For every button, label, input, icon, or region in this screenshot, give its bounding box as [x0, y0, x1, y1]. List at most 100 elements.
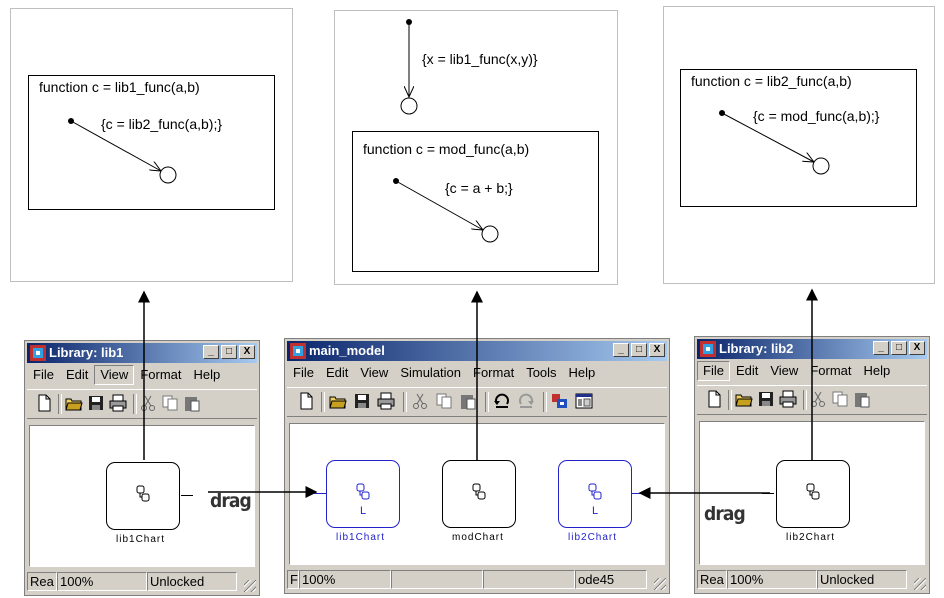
- copy-icon[interactable]: [435, 392, 453, 410]
- menu-file[interactable]: File: [33, 367, 54, 382]
- junction-circle: [159, 166, 177, 184]
- model-canvas[interactable]: lib1Chart: [29, 425, 255, 567]
- menu-format[interactable]: Format: [473, 365, 515, 380]
- cut-icon[interactable]: [411, 392, 429, 410]
- function-panel-lib2: function c = lib2_func(a,b) {c = mod_fun…: [663, 6, 935, 284]
- open-folder-icon[interactable]: [735, 390, 753, 408]
- status-bar: F 100% ode45: [287, 569, 667, 591]
- menu-help[interactable]: Help: [863, 363, 891, 378]
- status-bar: Rea 100% Unlocked: [697, 569, 927, 591]
- lock-status: Unlocked: [817, 570, 907, 589]
- lib1chart-link-block[interactable]: L: [326, 460, 400, 528]
- copy-icon[interactable]: [831, 390, 849, 408]
- menu-help[interactable]: Help: [568, 365, 596, 380]
- lib2chart-block[interactable]: [776, 460, 850, 528]
- function-box: function c = lib2_func(a,b) {c = mod_fun…: [680, 69, 917, 207]
- function-signature: function c = lib2_func(a,b): [691, 73, 852, 89]
- new-file-icon[interactable]: [35, 394, 53, 412]
- close-button[interactable]: X: [239, 345, 255, 359]
- cut-icon[interactable]: [809, 390, 827, 408]
- transition-arrow: [395, 180, 483, 230]
- stateflow-chart-icon: [472, 483, 486, 500]
- menu-edit[interactable]: Edit: [325, 365, 349, 380]
- drag-label-left: drag: [210, 490, 252, 512]
- new-file-icon[interactable]: [297, 392, 315, 410]
- resize-grip[interactable]: [914, 578, 926, 590]
- maximize-button[interactable]: □: [221, 345, 237, 359]
- print-icon[interactable]: [109, 394, 127, 412]
- output-port: [181, 495, 193, 496]
- zoom-level: 100%: [727, 570, 817, 589]
- block-name: lib2Chart: [786, 532, 836, 543]
- redo-icon[interactable]: [517, 392, 535, 410]
- menu-view[interactable]: View: [360, 365, 389, 380]
- minimize-button[interactable]: _: [873, 341, 889, 355]
- simulink-app-icon: [700, 341, 716, 357]
- save-icon[interactable]: [353, 392, 371, 410]
- menu-file[interactable]: File: [293, 365, 314, 380]
- maximize-button[interactable]: □: [631, 343, 647, 357]
- close-button[interactable]: X: [649, 343, 665, 357]
- print-icon[interactable]: [779, 390, 797, 408]
- resize-grip[interactable]: [654, 578, 666, 590]
- function-box: function c = lib1_func(a,b) {c = lib2_fu…: [28, 75, 275, 210]
- lib2chart-link-block[interactable]: L: [558, 460, 632, 528]
- open-folder-icon[interactable]: [329, 392, 347, 410]
- function-signature: function c = lib1_func(a,b): [39, 79, 200, 95]
- transition-label: {c = mod_func(a,b);}: [753, 108, 880, 124]
- function-panel-lib1: function c = lib1_func(a,b) {c = lib2_fu…: [10, 8, 293, 282]
- menu-tools[interactable]: Tools: [526, 365, 557, 380]
- drag-label-right: drag: [704, 503, 746, 525]
- copy-icon[interactable]: [161, 394, 179, 412]
- lock-status: Unlocked: [147, 572, 237, 591]
- print-icon[interactable]: [377, 392, 395, 410]
- menu-file[interactable]: File: [697, 361, 730, 381]
- function-box: function c = mod_func(a,b) {c = a + b;}: [352, 131, 599, 272]
- open-folder-icon[interactable]: [65, 394, 83, 412]
- menu-format[interactable]: Format: [810, 363, 852, 378]
- menu-format[interactable]: Format: [140, 367, 182, 382]
- lib1chart-block[interactable]: [106, 462, 180, 530]
- window-title: main_model: [309, 343, 385, 358]
- function-panel-mod: {x = lib1_func(x,y)} function c = mod_fu…: [334, 10, 618, 285]
- block-name: lib1Chart: [116, 534, 166, 545]
- close-button[interactable]: X: [909, 341, 925, 355]
- library-link-badge: L: [359, 505, 367, 517]
- library-link-badge: L: [591, 505, 599, 517]
- menu-edit[interactable]: Edit: [65, 367, 89, 382]
- stateflow-chart-icon: [588, 483, 602, 500]
- paste-icon[interactable]: [853, 390, 871, 408]
- library-browser-icon[interactable]: [551, 392, 569, 410]
- library-lib1-window: Library: lib1 _ □ X File Edit View Forma…: [24, 340, 260, 596]
- menu-simulation[interactable]: Simulation: [400, 365, 462, 380]
- zoom-level: 100%: [57, 572, 147, 591]
- menu-help[interactable]: Help: [193, 367, 221, 382]
- status-field: [391, 570, 483, 589]
- undo-icon[interactable]: [493, 392, 511, 410]
- stateflow-chart-icon: [806, 483, 820, 500]
- menu-view[interactable]: View: [770, 363, 799, 378]
- stateflow-chart-icon: [356, 483, 370, 500]
- menu-view[interactable]: View: [94, 365, 135, 385]
- new-file-icon[interactable]: [705, 390, 723, 408]
- model-explorer-icon[interactable]: [575, 392, 593, 410]
- modchart-block[interactable]: [442, 460, 516, 528]
- minimize-button[interactable]: _: [203, 345, 219, 359]
- solver-name: ode45: [575, 570, 647, 589]
- resize-grip[interactable]: [244, 580, 256, 592]
- stateflow-chart-icon: [136, 485, 150, 502]
- maximize-button[interactable]: □: [891, 341, 907, 355]
- function-signature: function c = mod_func(a,b): [363, 141, 530, 157]
- menu-edit[interactable]: Edit: [735, 363, 759, 378]
- save-icon[interactable]: [757, 390, 775, 408]
- block-name: lib1Chart: [336, 532, 386, 543]
- title-bar[interactable]: Library: lib1 _ □ X: [27, 343, 257, 363]
- junction-circle: [400, 97, 418, 115]
- paste-icon[interactable]: [459, 392, 477, 410]
- output-port: [632, 493, 644, 494]
- block-name: lib2Chart: [568, 532, 618, 543]
- status-text: F: [287, 570, 299, 589]
- paste-icon[interactable]: [183, 394, 201, 412]
- minimize-button[interactable]: _: [613, 343, 629, 357]
- save-icon[interactable]: [87, 394, 105, 412]
